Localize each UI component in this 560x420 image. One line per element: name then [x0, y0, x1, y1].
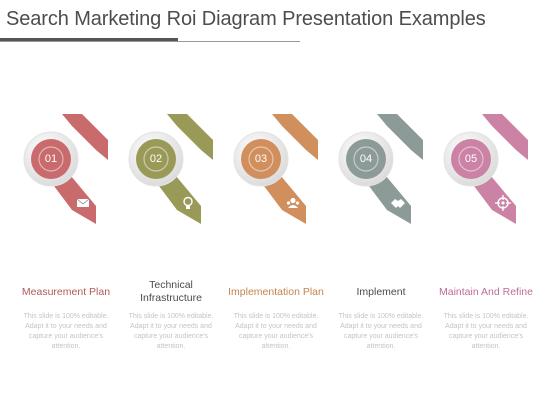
step-number: 04 [359, 153, 373, 165]
ribbon-fold [514, 148, 528, 160]
step-number: 03 [254, 153, 268, 165]
ribbon-fold [199, 148, 213, 160]
target-icon [495, 195, 511, 211]
ribbon-upper [272, 114, 318, 160]
team-icon [286, 197, 300, 208]
step-number: 01 [44, 153, 58, 165]
handshake-icon [391, 199, 405, 208]
inner-circle [346, 139, 386, 179]
title-underline-thin [0, 41, 300, 42]
inner-circle [31, 139, 71, 179]
step-label: Implementation Plan [228, 285, 324, 298]
ribbon-graphic [443, 114, 528, 224]
ribbon-fold [304, 148, 318, 160]
inner-ring [38, 146, 64, 172]
inner-ring [143, 146, 169, 172]
step-description: This slide is 100% editable. Adapt it to… [338, 313, 424, 350]
step-1: 01 Measurement Plan This slide is 100% e… [12, 100, 120, 370]
step-2: 02 Technical Infrastructure This slide i… [117, 100, 225, 370]
step-4: 04 Implement This slide is 100% editable… [327, 100, 435, 370]
ribbon-graphic [233, 114, 318, 224]
step-number: 05 [464, 153, 478, 165]
ribbon-upper [62, 114, 108, 160]
ribbon-upper [167, 114, 213, 160]
step-number: 02 [149, 153, 163, 165]
inner-ring [248, 146, 274, 172]
lightbulb-icon [183, 196, 193, 209]
inner-ring [353, 146, 379, 172]
step-description: This slide is 100% editable. Adapt it to… [233, 313, 319, 350]
inner-circle [241, 139, 281, 179]
step-description: This slide is 100% editable. Adapt it to… [128, 313, 214, 350]
step-3: 03 Implementation Plan This slide is 100… [222, 100, 330, 370]
inner-circle [451, 139, 491, 179]
step-label: Implement [356, 285, 406, 298]
step-5: 05 Maintain And Refine This slide is 100… [432, 100, 540, 370]
inner-ring [458, 146, 484, 172]
ribbon-upper [482, 114, 528, 160]
inner-circle [136, 139, 176, 179]
ribbon-graphic [23, 114, 108, 224]
envelope-icon [76, 198, 90, 207]
ribbon-upper [377, 114, 423, 160]
step-label: Technical Infrastructure [140, 279, 202, 304]
ribbon-graphic [128, 114, 213, 224]
ribbon-fold [409, 148, 423, 160]
step-label: Maintain And Refine [439, 285, 533, 298]
ribbon-graphic [338, 114, 423, 224]
step-description: This slide is 100% editable. Adapt it to… [443, 313, 529, 350]
ribbon-fold [94, 148, 108, 160]
step-label: Measurement Plan [21, 285, 111, 298]
step-description: This slide is 100% editable. Adapt it to… [23, 313, 109, 350]
page-title: Search Marketing Roi Diagram Presentatio… [6, 8, 486, 30]
title-underline-thick [0, 38, 178, 41]
